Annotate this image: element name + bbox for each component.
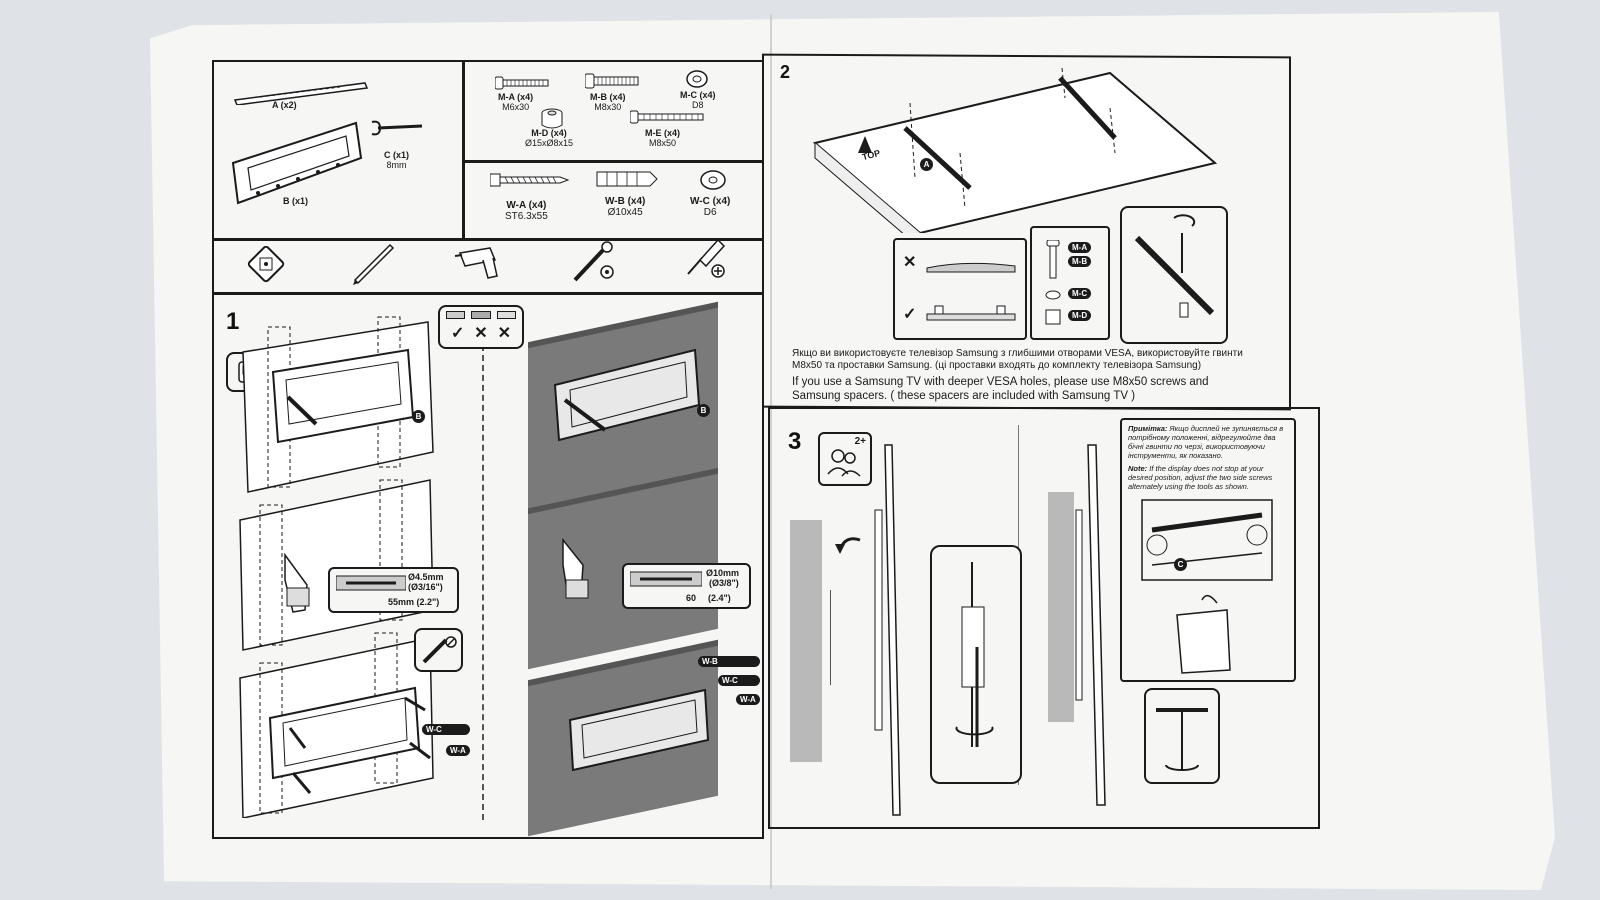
adjustment-note-en: Note: If the display does not stop at yo… xyxy=(1128,464,1273,491)
step-3-number: 3 xyxy=(788,428,802,455)
concrete-bracket-illustration xyxy=(553,348,701,442)
washer-w-c-icon xyxy=(700,170,726,190)
lag-screw-w-a-label: W-A (x4) ST6.3x55 xyxy=(505,200,548,222)
wrench-icon xyxy=(573,241,614,282)
tv-side-view-tilt-illustration xyxy=(830,444,901,816)
wall-type-callout: ✓ ✕ ✕ xyxy=(438,305,524,349)
spacer-m-d-label: M-D (x4) Ø15xØ8x15 xyxy=(525,128,574,148)
samsung-note-en: If you use a Samsung TV with deeper VESA… xyxy=(792,376,1209,402)
people-count: 2+ xyxy=(854,436,866,447)
screw-m-a-label: M-A (x4) M6x30 xyxy=(498,92,534,112)
adjustment-note-box: Примітка: Якщо дисплей не зупиняється в … xyxy=(1120,418,1296,682)
tv-side-view-final-illustration xyxy=(1075,444,1106,806)
lag-screw-w-a-icon xyxy=(490,173,570,187)
parts-vdivider xyxy=(462,60,465,240)
tag-w-b: W-B xyxy=(698,656,760,667)
two-people-callout: 2+ xyxy=(818,432,872,486)
spacer-m-d-icon xyxy=(541,108,563,129)
screws-divider xyxy=(462,160,762,163)
screw-m-b-icon xyxy=(585,73,639,89)
part-a-rail-illustration xyxy=(233,82,369,105)
check-mark-icon: ✓ xyxy=(450,325,465,342)
part-b-bracket-illustration xyxy=(231,121,363,205)
wall-strip-right xyxy=(1048,492,1074,722)
wood-hardware-tags: W-C W-A xyxy=(422,724,470,756)
rail-fastening-box xyxy=(1120,206,1228,344)
screw-m-e-icon xyxy=(630,110,704,124)
concrete-drilling-illustration xyxy=(562,537,589,599)
tag-m-d: M-D xyxy=(1068,310,1092,321)
tag-m-b: M-B xyxy=(1068,256,1092,267)
screw-selection-box: M-A M-B M-C M-D xyxy=(1030,226,1110,340)
part-a-label: A (x2) xyxy=(272,100,297,110)
wrench-part-c-icon xyxy=(371,120,423,136)
tag-w-c: W-C xyxy=(422,724,470,735)
drill-icon xyxy=(455,247,498,279)
part-c-label: C (x1) 8mm xyxy=(384,150,410,170)
part-b-marker-concrete: B xyxy=(697,404,710,417)
anchor-w-b-icon xyxy=(596,171,658,187)
screw-m-a-icon xyxy=(495,76,549,90)
tools-divider xyxy=(212,292,763,295)
samsung-note-ua: Якщо ви використовуєте телевізор Samsung… xyxy=(792,348,1243,371)
part-c-marker: C xyxy=(1174,558,1187,571)
part-b-marker: B xyxy=(412,410,425,423)
concrete-drill-spec-box: Ø10mm (Ø3/8") 60 (2.4") xyxy=(622,563,751,609)
tag-w-a: W-A xyxy=(446,745,470,756)
step-2-number: 2 xyxy=(780,62,791,82)
washer-m-c-label: M-C (x4) D8 xyxy=(680,90,716,110)
spacer-compare-box: ✕ ✓ xyxy=(893,238,1027,340)
tv-back-rails-illustration xyxy=(812,68,1218,233)
paper-fold-crease xyxy=(770,14,772,889)
wood-drill-spec-box: Ø4.5mm (Ø3/16") 55mm (2.2") xyxy=(328,567,459,613)
concrete-mounting-illustration xyxy=(568,688,710,772)
right-bottom-frame xyxy=(768,407,1320,829)
part-a-marker: A xyxy=(920,158,933,171)
tag-w-a: W-A xyxy=(736,694,760,705)
left-panel-frame xyxy=(212,60,764,839)
wrong-mark-icon: ✕ xyxy=(903,254,917,271)
adjustment-note-ua: Примітка: Якщо дисплей не зупиняється в … xyxy=(1128,424,1284,460)
screw-m-e-label: M-E (x4) M8x50 xyxy=(645,128,681,148)
right-mark-icon: ✓ xyxy=(903,306,917,323)
pencil-icon xyxy=(353,243,395,285)
no-glue-callout xyxy=(414,628,463,672)
tilt-mechanism-detail xyxy=(930,545,1022,784)
wood-wall-mounting-illustration xyxy=(239,632,434,818)
cross-mark-icon: ✕ xyxy=(474,325,488,342)
step1-center-dash xyxy=(482,345,484,820)
side-screw-detail xyxy=(1144,688,1220,784)
anchor-w-b-label: W-B (x4) Ø10x45 xyxy=(605,196,646,218)
wall-strip-left xyxy=(790,520,822,762)
step-1-number: 1 xyxy=(226,308,240,335)
concrete-hardware-tags: W-B W-C W-A xyxy=(698,656,760,705)
parts-divider xyxy=(212,238,763,241)
tag-w-c: W-C xyxy=(718,675,760,686)
screwdriver-icon xyxy=(687,238,726,278)
part-b-label: B (x1) xyxy=(283,196,309,206)
tag-m-a: M-A xyxy=(1068,242,1092,253)
tag-m-c: M-C xyxy=(1068,288,1092,299)
washer-w-c-label: W-C (x4) D6 xyxy=(690,196,731,218)
wood-wall-bracket-level-illustration xyxy=(242,316,434,493)
screw-m-b-label: M-B (x4) M8x30 xyxy=(590,92,626,112)
stud-finder-icon xyxy=(247,245,285,283)
washer-m-c-icon xyxy=(686,70,708,88)
cross-mark-icon: ✕ xyxy=(497,325,512,342)
